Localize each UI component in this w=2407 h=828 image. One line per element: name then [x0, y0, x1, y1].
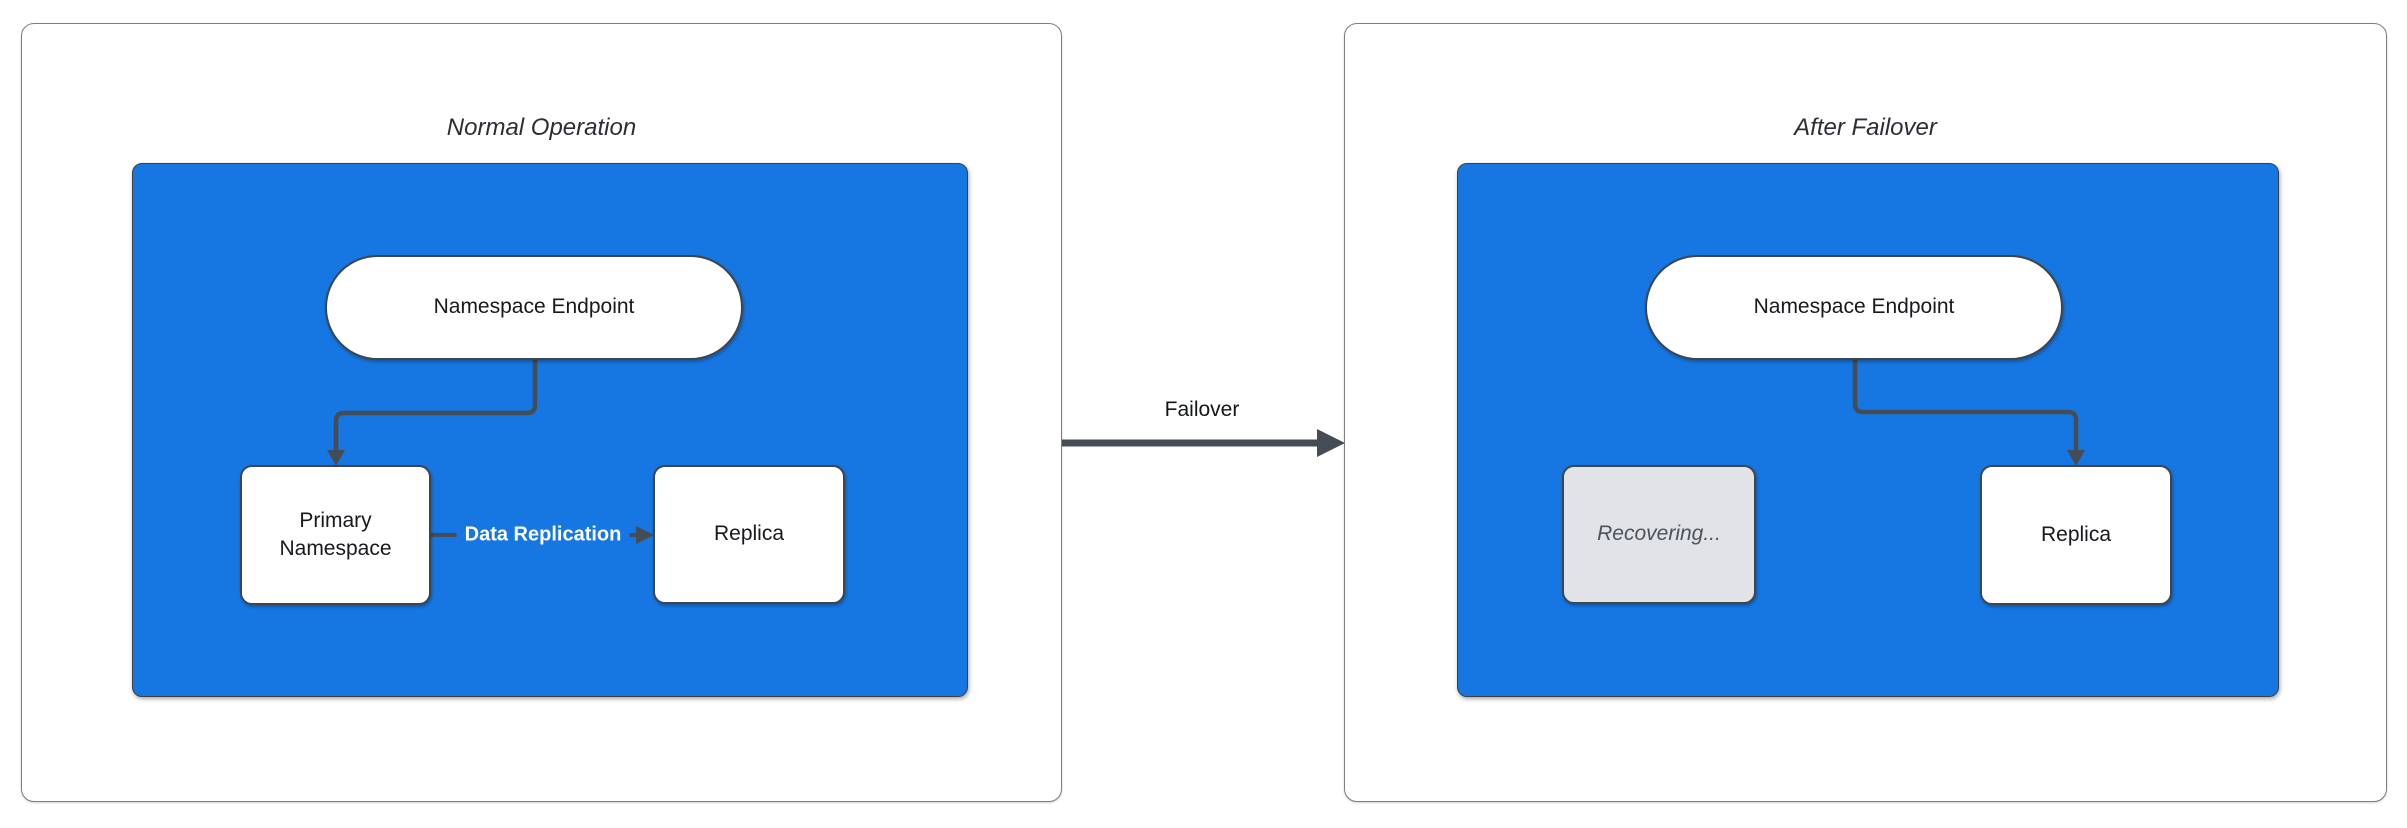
node-replica-left: Replica: [653, 465, 845, 604]
arrowhead-endpoint-to-primary-icon: [327, 450, 345, 466]
node-recovering: Recovering...: [1562, 465, 1756, 604]
edge-endpoint-to-replica: [1852, 360, 2079, 452]
node-namespace-endpoint-right-label: Namespace Endpoint: [1753, 295, 1955, 319]
container-namespace-right: [1457, 163, 2279, 697]
edge-label-failover: Failover: [1158, 398, 1246, 422]
node-primary-namespace: Primary Namespace: [240, 465, 431, 605]
node-recovering-label: Recovering...: [1597, 522, 1721, 546]
node-namespace-endpoint-left: Namespace Endpoint: [325, 255, 743, 360]
arrowhead-data-replication-icon: [636, 526, 654, 544]
edge-endpoint-to-primary: [333, 360, 538, 452]
arrowhead-endpoint-to-replica-icon: [2067, 450, 2085, 466]
arrowhead-failover-icon: [1317, 429, 1345, 457]
node-primary-namespace-label: Primary Namespace: [279, 508, 392, 560]
panel-title-normal-operation: Normal Operation: [446, 114, 637, 141]
edge-label-data-replication: Data Replication: [456, 520, 630, 550]
node-replica-left-label: Replica: [713, 522, 785, 546]
node-replica-right-label: Replica: [2040, 522, 2112, 546]
node-namespace-endpoint-left-label: Namespace Endpoint: [433, 295, 635, 319]
node-namespace-endpoint-right: Namespace Endpoint: [1645, 255, 2063, 360]
panel-title-after-failover: After Failover: [1794, 114, 1937, 141]
container-namespace-left: [132, 163, 968, 697]
node-replica-right: Replica: [1980, 465, 2172, 605]
